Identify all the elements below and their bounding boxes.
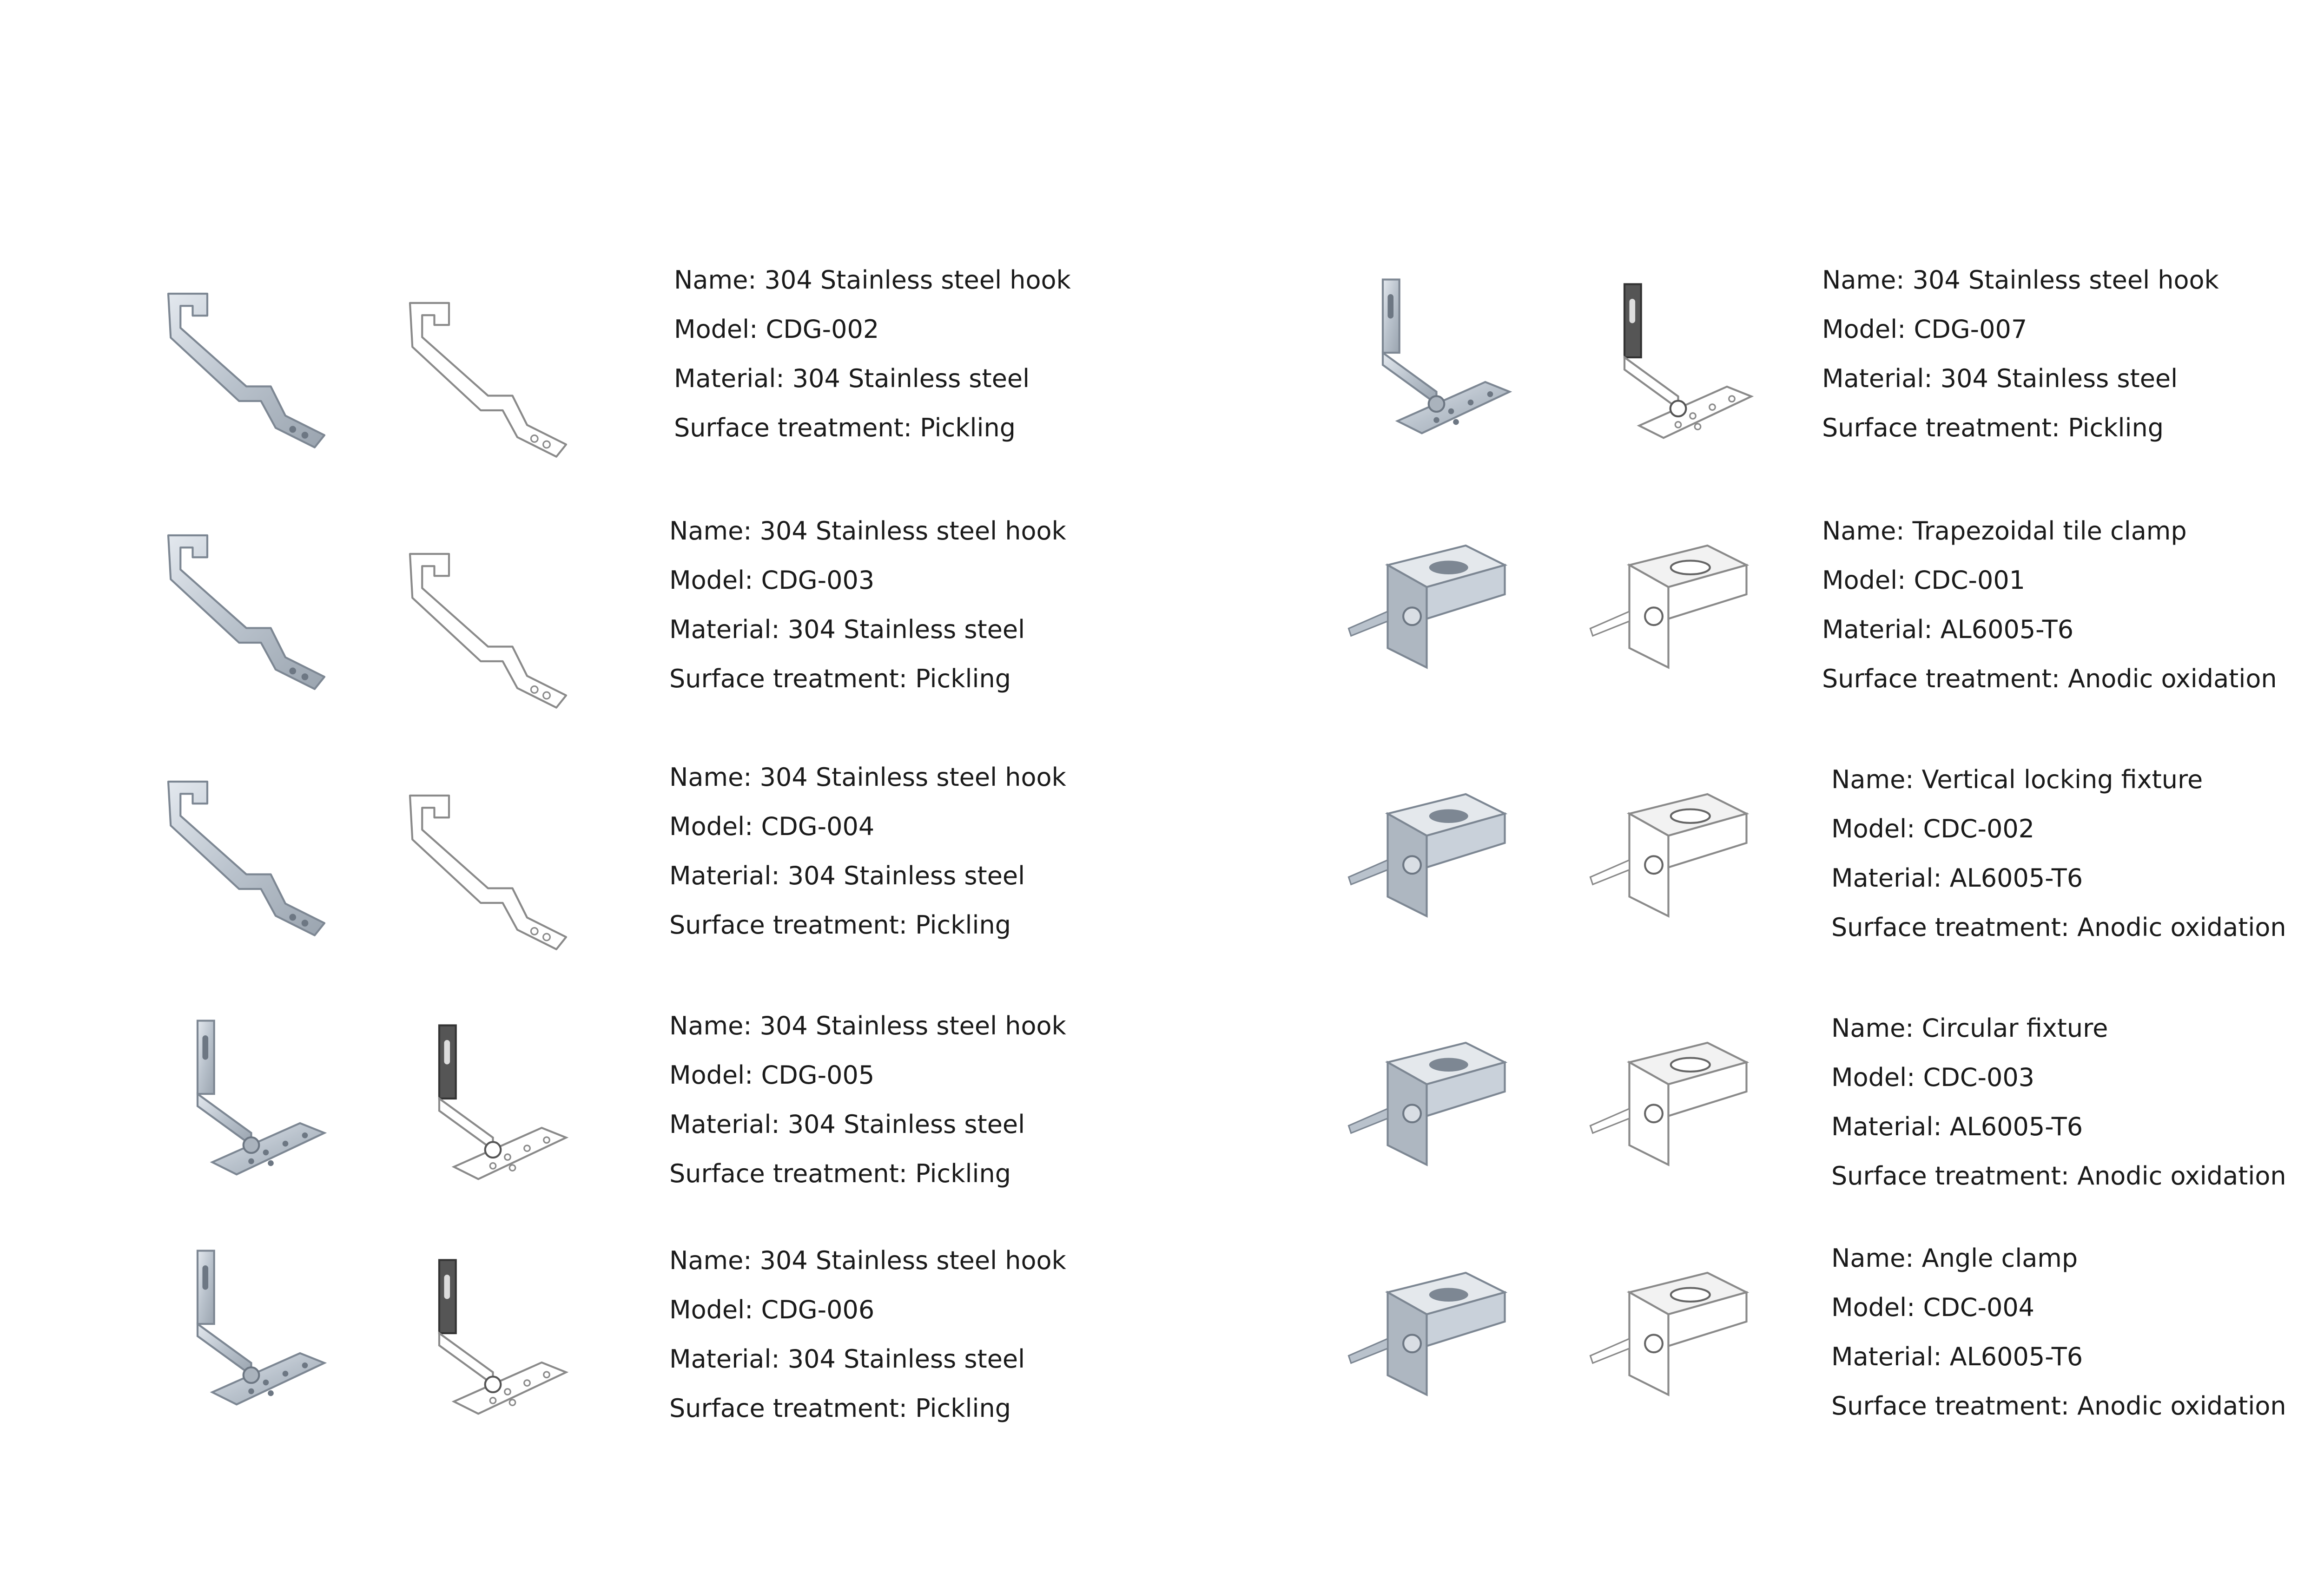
product-material: Material: AL6005-T6 — [1831, 863, 2083, 893]
adjustable-hook-photo-icon — [153, 1006, 339, 1201]
product-surface: Surface treatment: Pickling — [669, 910, 1011, 940]
hook-photo-icon — [153, 516, 339, 711]
product-specs: Name: Trapezoidal tile clamp Model: CDC-… — [1822, 507, 2277, 704]
product-model: Model: CDG-005 — [669, 1060, 875, 1090]
product-specs: Name: 304 Stainless steel hook Model: CD… — [1822, 256, 2219, 453]
product-model: Model: CDC-004 — [1831, 1293, 2035, 1322]
product-surface: Surface treatment: Pickling — [674, 413, 1016, 442]
hook-photo-icon — [153, 762, 339, 957]
circular-fixture-photo-icon — [1339, 1004, 1525, 1199]
angle-clamp-drawing-icon — [1580, 1234, 1766, 1429]
product-name: Name: 304 Stainless steel hook — [669, 763, 1066, 792]
product-model: Model: CDG-007 — [1822, 315, 2027, 344]
product-surface: Surface treatment: Pickling — [669, 1159, 1011, 1188]
product-material: Material: 304 Stainless steel — [669, 1344, 1025, 1374]
adjustable-hook-drawing-icon — [395, 1245, 581, 1441]
product-specs: Name: Vertical locking fixture Model: CD… — [1831, 755, 2286, 952]
product-name: Name: 304 Stainless steel hook — [1822, 265, 2219, 295]
adjustable-hook-photo-icon — [1339, 265, 1525, 460]
product-name: Name: 304 Stainless steel hook — [669, 1246, 1066, 1275]
product-specs: Name: 304 Stainless steel hook Model: CD… — [669, 753, 1066, 950]
product-material: Material: 304 Stainless steel — [669, 861, 1025, 890]
product-specs: Name: Angle clamp Model: CDC-004 Materia… — [1831, 1234, 2286, 1431]
trapezoidal-clamp-drawing-icon — [1580, 507, 1766, 702]
product-surface: Surface treatment: Anodic oxidation — [1831, 1161, 2286, 1191]
vertical-fixture-photo-icon — [1339, 755, 1525, 950]
angle-clamp-photo-icon — [1339, 1234, 1525, 1429]
adjustable-hook-drawing-icon — [395, 1011, 581, 1206]
hook-drawing-icon — [395, 776, 581, 971]
product-specs: Name: 304 Stainless steel hook Model: CD… — [669, 1001, 1066, 1198]
product-model: Model: CDC-001 — [1822, 566, 2026, 595]
product-model: Model: CDC-003 — [1831, 1063, 2035, 1092]
product-surface: Surface treatment: Anodic oxidation — [1831, 1391, 2286, 1421]
trapezoidal-clamp-photo-icon — [1339, 507, 1525, 702]
hook-drawing-icon — [395, 534, 581, 730]
hook-drawing-icon — [395, 283, 581, 479]
product-surface: Surface treatment: Anodic oxidation — [1831, 913, 2286, 942]
product-material: Material: AL6005-T6 — [1831, 1342, 2083, 1371]
product-material: Material: 304 Stainless steel — [674, 364, 1030, 393]
product-name: Name: Angle clamp — [1831, 1244, 2078, 1273]
product-specs: Name: 304 Stainless steel hook Model: CD… — [674, 256, 1071, 453]
circular-fixture-drawing-icon — [1580, 1004, 1766, 1199]
product-specs: Name: 304 Stainless steel hook Model: CD… — [669, 1236, 1066, 1433]
product-model: Model: CDG-006 — [669, 1295, 875, 1324]
product-surface: Surface treatment: Pickling — [669, 664, 1011, 693]
vertical-fixture-drawing-icon — [1580, 755, 1766, 950]
product-name: Name: Trapezoidal tile clamp — [1822, 516, 2187, 546]
product-specs: Name: 304 Stainless steel hook Model: CD… — [669, 507, 1066, 704]
product-specs: Name: Circular fixture Model: CDC-003 Ma… — [1831, 1004, 2286, 1201]
product-material: Material: AL6005-T6 — [1822, 615, 2074, 644]
product-model: Model: CDC-002 — [1831, 814, 2035, 843]
product-name: Name: 304 Stainless steel hook — [669, 516, 1066, 546]
product-surface: Surface treatment: Pickling — [669, 1394, 1011, 1423]
product-material: Material: 304 Stainless steel — [669, 1110, 1025, 1139]
product-name: Name: Circular fixture — [1831, 1013, 2108, 1043]
adjustable-hook-photo-icon — [153, 1236, 339, 1431]
product-name: Name: Vertical locking fixture — [1831, 765, 2203, 794]
product-material: Material: 304 Stainless steel — [669, 615, 1025, 644]
product-name: Name: 304 Stainless steel hook — [674, 265, 1071, 295]
product-material: Material: AL6005-T6 — [1831, 1112, 2083, 1141]
product-material: Material: 304 Stainless steel — [1822, 364, 2178, 393]
adjustable-hook-drawing-icon — [1580, 270, 1766, 465]
product-model: Model: CDG-003 — [669, 566, 875, 595]
product-model: Model: CDG-004 — [669, 812, 875, 841]
hook-photo-icon — [153, 274, 339, 469]
product-model: Model: CDG-002 — [674, 315, 879, 344]
product-surface: Surface treatment: Anodic oxidation — [1822, 664, 2277, 693]
product-surface: Surface treatment: Pickling — [1822, 413, 2164, 442]
product-name: Name: 304 Stainless steel hook — [669, 1011, 1066, 1040]
